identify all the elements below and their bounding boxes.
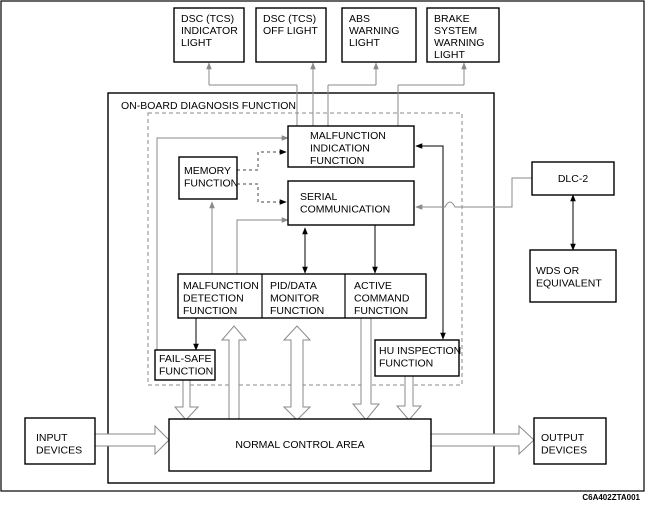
top-dsc_off-box xyxy=(255,7,327,63)
dlc-2-box xyxy=(531,161,615,196)
top-dsc_indicator-label-line: LIGHT xyxy=(181,37,213,49)
input-devices-box xyxy=(24,417,96,465)
active-command-label-line: ACTIVE xyxy=(354,280,392,292)
diagnosis-dashed-region xyxy=(147,112,463,386)
output-devices-label-line: OUTPUT xyxy=(541,432,585,444)
top-abs_warning-label-line: LIGHT xyxy=(349,37,381,49)
wds-equivalent-label-line: EQUIVALENT xyxy=(536,278,602,290)
dlc-2-label-line: DLC-2 xyxy=(558,173,589,185)
top-brake_warning-label-line: LIGHT xyxy=(434,49,466,61)
top-dsc_indicator-label-line: DSC (TCS) xyxy=(181,13,234,25)
wds-equivalent-label-line: WDS OR xyxy=(536,265,580,277)
pid-data-label-line: FUNCTION xyxy=(270,305,324,317)
line-memory-to-indication xyxy=(237,149,287,171)
arrow-hu-to-control xyxy=(395,375,423,421)
arrow-input-to-control xyxy=(94,424,170,456)
top-dsc_indicator-label-line: INDICATOR xyxy=(181,25,238,37)
top-abs_warning-label-line: ABS xyxy=(349,13,370,25)
malfunction-detection-label-line: FUNCTION xyxy=(183,305,237,317)
serial-communication-label-line: SERIAL xyxy=(300,191,338,203)
line-dlc-to-serial xyxy=(415,177,532,210)
malfunction-indication-label-line: INDICATION xyxy=(310,143,370,155)
top-brake_warning-label-line: BRAKE xyxy=(434,13,470,25)
line-hu-to-indication xyxy=(415,143,446,340)
top-dsc_indicator-box xyxy=(173,7,245,63)
output-devices-label-line: DEVICES xyxy=(541,445,587,457)
top-brake_warning-label-line: WARNING xyxy=(434,37,484,49)
hu-inspection-function-box xyxy=(374,339,460,377)
arrow-control-to-detection xyxy=(220,325,248,421)
normal-control-area-label-line: NORMAL CONTROL AREA xyxy=(235,439,364,451)
on-board-diagnosis-label: ON-BOARD DIAGNOSIS FUNCTION xyxy=(121,100,296,112)
malfunction-indication-label-line: FUNCTION xyxy=(310,155,364,167)
top-brake_warning-box xyxy=(426,7,500,63)
fail-safe-function-box xyxy=(154,349,216,381)
arrow-control-to-output xyxy=(430,424,535,456)
arrow-pid-control xyxy=(282,325,312,421)
memory-function-label-line: MEMORY xyxy=(184,165,231,177)
line-failsafe-to-indication xyxy=(156,135,289,352)
memory-function-label-line: FUNCTION xyxy=(184,178,238,190)
malfunction-detection-label-line: DETECTION xyxy=(183,293,244,305)
top-dsc_off-label-line: DSC (TCS) xyxy=(263,13,316,25)
active-command-label-line: FUNCTION xyxy=(354,305,408,317)
line-memory-to-serial xyxy=(237,183,287,205)
input-devices-label-line: INPUT xyxy=(36,432,68,444)
top-dsc_off-label-line: OFF LIGHT xyxy=(263,25,318,37)
page-frame xyxy=(0,0,645,492)
pid-data-label-line: PID/DATA xyxy=(270,280,317,292)
malfunction-indication-label-line: MALFUNCTION xyxy=(310,130,386,142)
top-abs_warning-label-line: WARNING xyxy=(349,25,399,37)
line-detection-to-serial xyxy=(236,217,289,274)
hu-inspection-function-label-line: FUNCTION xyxy=(379,358,433,370)
malfunction-indication-box xyxy=(287,125,415,168)
input-devices-label-line: DEVICES xyxy=(36,445,82,457)
arrow-failsafe-to-control xyxy=(173,379,200,421)
hu-inspection-function-label-line: HU INSPECTION xyxy=(379,345,461,357)
top-brake_warning-label-line: SYSTEM xyxy=(434,25,477,37)
malfunction-detection-label-line: MALFUNCTION xyxy=(183,280,259,292)
fail-safe-function-label-line: FUNCTION xyxy=(159,366,213,378)
serial-communication-label-line: COMMUNICATION xyxy=(300,204,390,216)
memory-function-box xyxy=(178,156,238,200)
pid-data-label-line: MONITOR xyxy=(270,293,320,305)
figure-code: C6A402ZTA001 xyxy=(582,493,640,502)
top-abs_warning-box xyxy=(341,7,417,63)
malfunction-detection-box xyxy=(177,273,427,319)
serial-communication-box xyxy=(287,180,415,226)
output-devices-box xyxy=(533,417,607,465)
wds-equivalent-box xyxy=(529,249,617,303)
fail-safe-function-label-line: FAIL-SAFE xyxy=(159,353,212,365)
normal-control-area-box xyxy=(168,418,432,472)
active-command-label-line: COMMAND xyxy=(354,293,410,305)
arrow-active-to-control xyxy=(351,317,381,421)
